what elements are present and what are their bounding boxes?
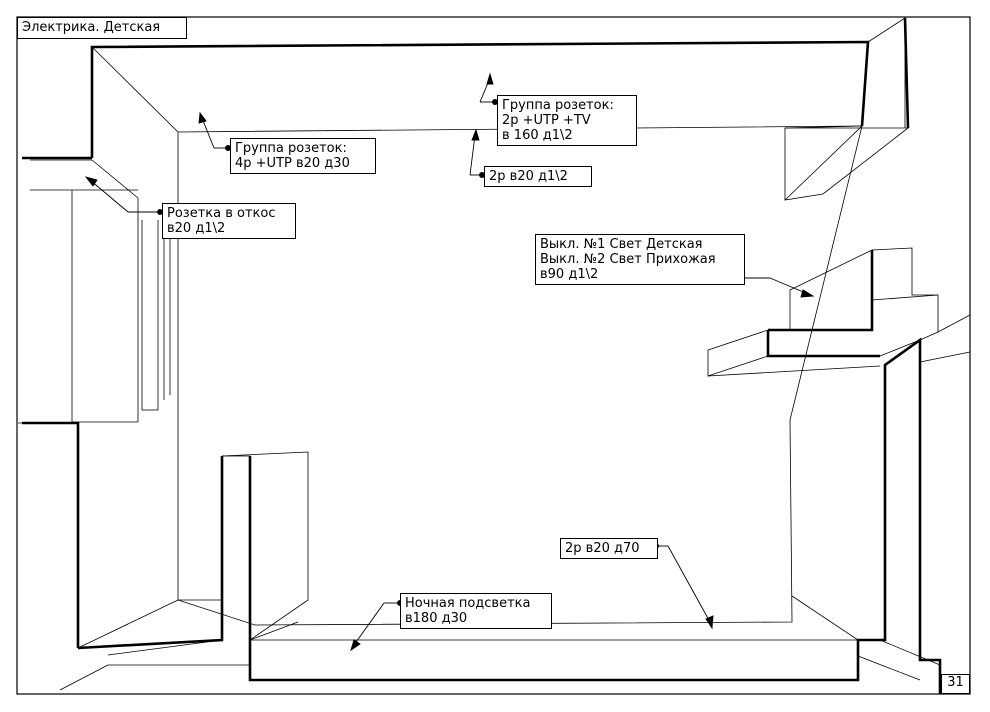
page-number: 31	[941, 674, 970, 694]
label-line: 2р +UTP +TV	[502, 113, 591, 128]
label-line: Розетка в откос	[167, 206, 276, 221]
label-line: Выкл. №2 Свет Прихожая	[540, 252, 716, 267]
label-line: в 160 д1\2	[502, 128, 573, 143]
label-switches: Выкл. №1 Свет Детская Выкл. №2 Свет Прих…	[535, 234, 745, 285]
label-line: в180 д30	[405, 611, 468, 626]
label-socket-group-left: Группа розеток: 4р +UTP в20 д30	[230, 138, 376, 174]
label-line: Группа розеток:	[235, 141, 347, 156]
label-socket-2p-bottom: 2р в20 д70	[560, 538, 658, 559]
label-line: Выкл. №1 Свет Детская	[540, 237, 703, 252]
label-socket-2p-top: 2р в20 д1\2	[484, 166, 592, 187]
label-socket-group-top: Группа розеток: 2р +UTP +TV в 160 д1\2	[497, 95, 637, 146]
label-line: в90 д1\2	[540, 267, 599, 282]
sheet-frame	[16, 16, 971, 695]
room-geometry	[18, 17, 971, 691]
label-line: 2р в20 д70	[565, 541, 640, 556]
sheet-title: Электрика. Детская	[17, 17, 187, 39]
label-night-light: Ночная подсветка в180 д30	[400, 593, 552, 629]
label-line: Ночная подсветка	[405, 596, 531, 611]
label-socket-slope: Розетка в откос в20 д1\2	[162, 203, 296, 239]
leader-arrows	[84, 72, 815, 652]
label-line: 2р в20 д1\2	[489, 169, 568, 184]
label-line: в20 д1\2	[167, 221, 226, 236]
label-line: Группа розеток:	[502, 98, 614, 113]
label-line: 4р +UTP в20 д30	[235, 156, 350, 171]
wall-outlines	[22, 17, 942, 694]
